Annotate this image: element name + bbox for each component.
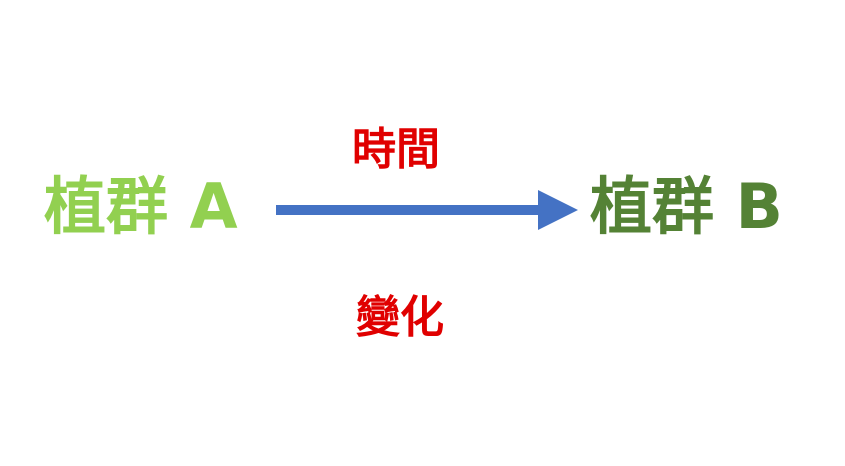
edge-label-bottom: 變化 [356, 292, 444, 343]
source-node-label: 植群 A [44, 170, 238, 243]
edge-label-top: 時間 [352, 124, 440, 175]
arrow-head [538, 190, 578, 230]
arrow-shaft [276, 205, 542, 215]
target-node-label: 植群 B [590, 170, 783, 243]
right-arrow-icon [276, 190, 578, 230]
